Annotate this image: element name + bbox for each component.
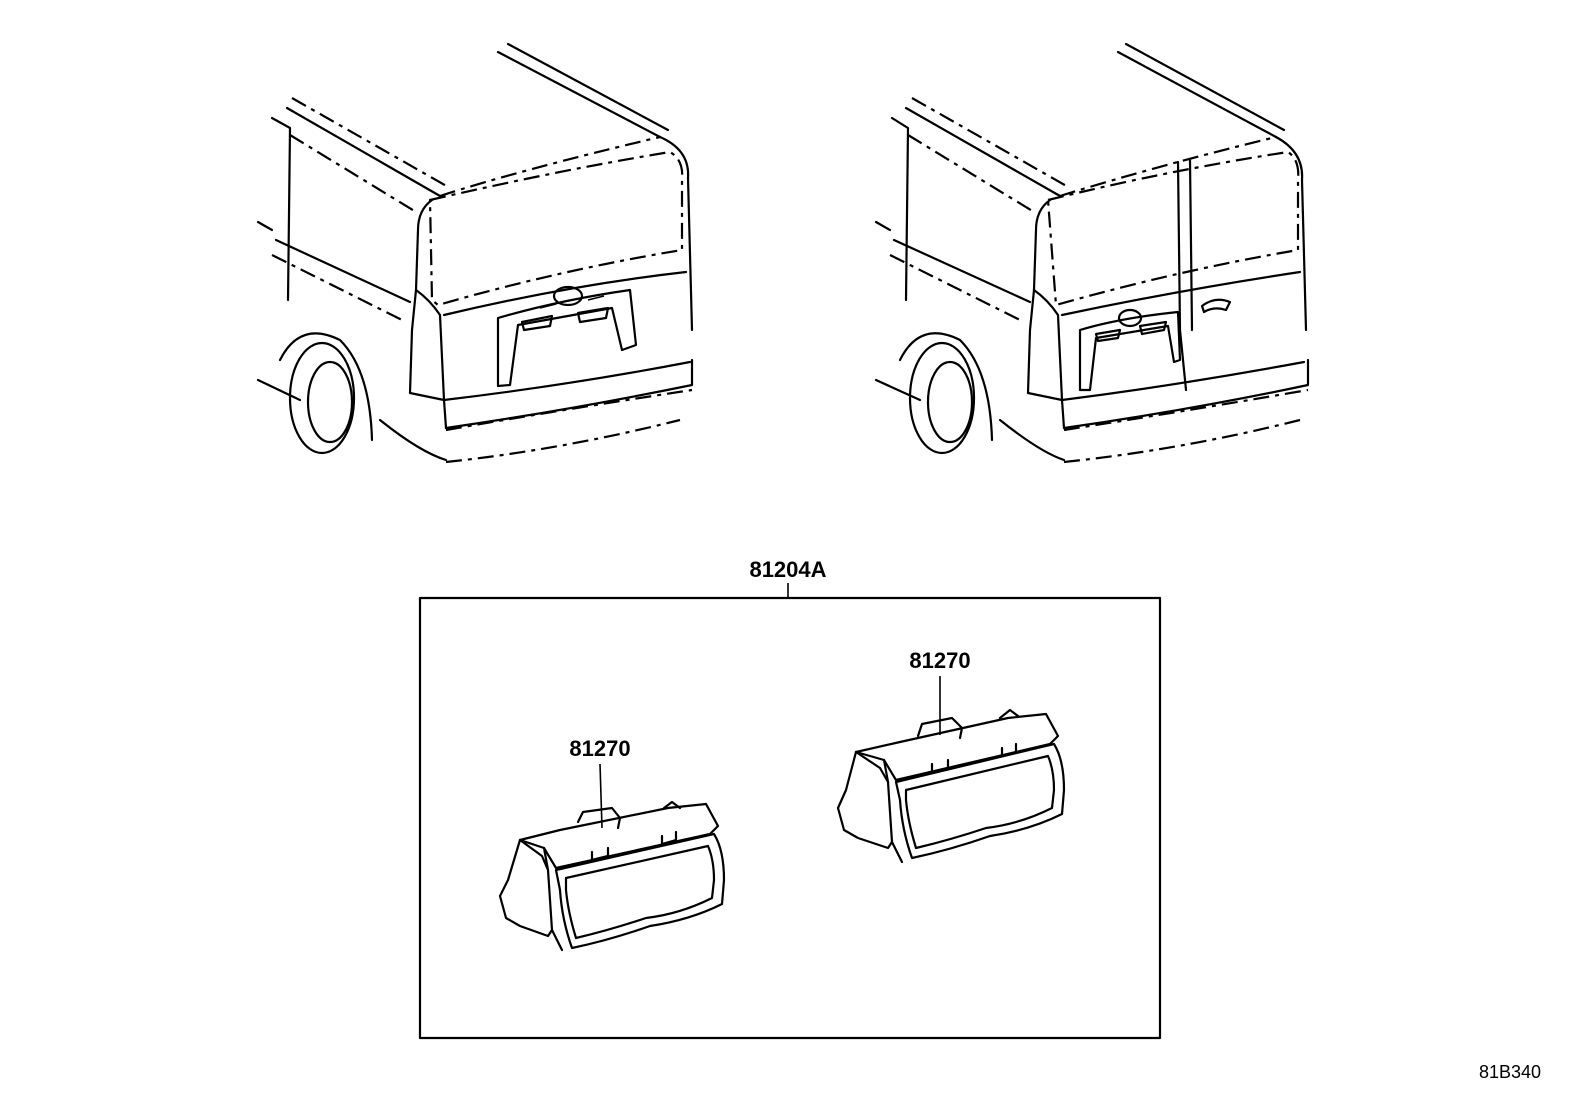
- license-lamp-left: 81270: [498, 736, 726, 952]
- kit-box: [418, 596, 1162, 1040]
- lamp-right-part-label: 81270: [909, 648, 970, 673]
- van-double-rear-doors-illustration: [874, 42, 1310, 464]
- kit-81204A-group: 81204A: [418, 557, 1162, 1040]
- license-lamp-right: 81270: [836, 648, 1066, 864]
- diagram-code: 81B340: [1479, 1062, 1541, 1082]
- lamp-left-part-label: 81270: [569, 736, 630, 761]
- lamp-left-leader-line: [599, 763, 603, 829]
- kit-part-label: 81204A: [749, 557, 826, 582]
- van-single-rear-door-illustration: [256, 42, 694, 464]
